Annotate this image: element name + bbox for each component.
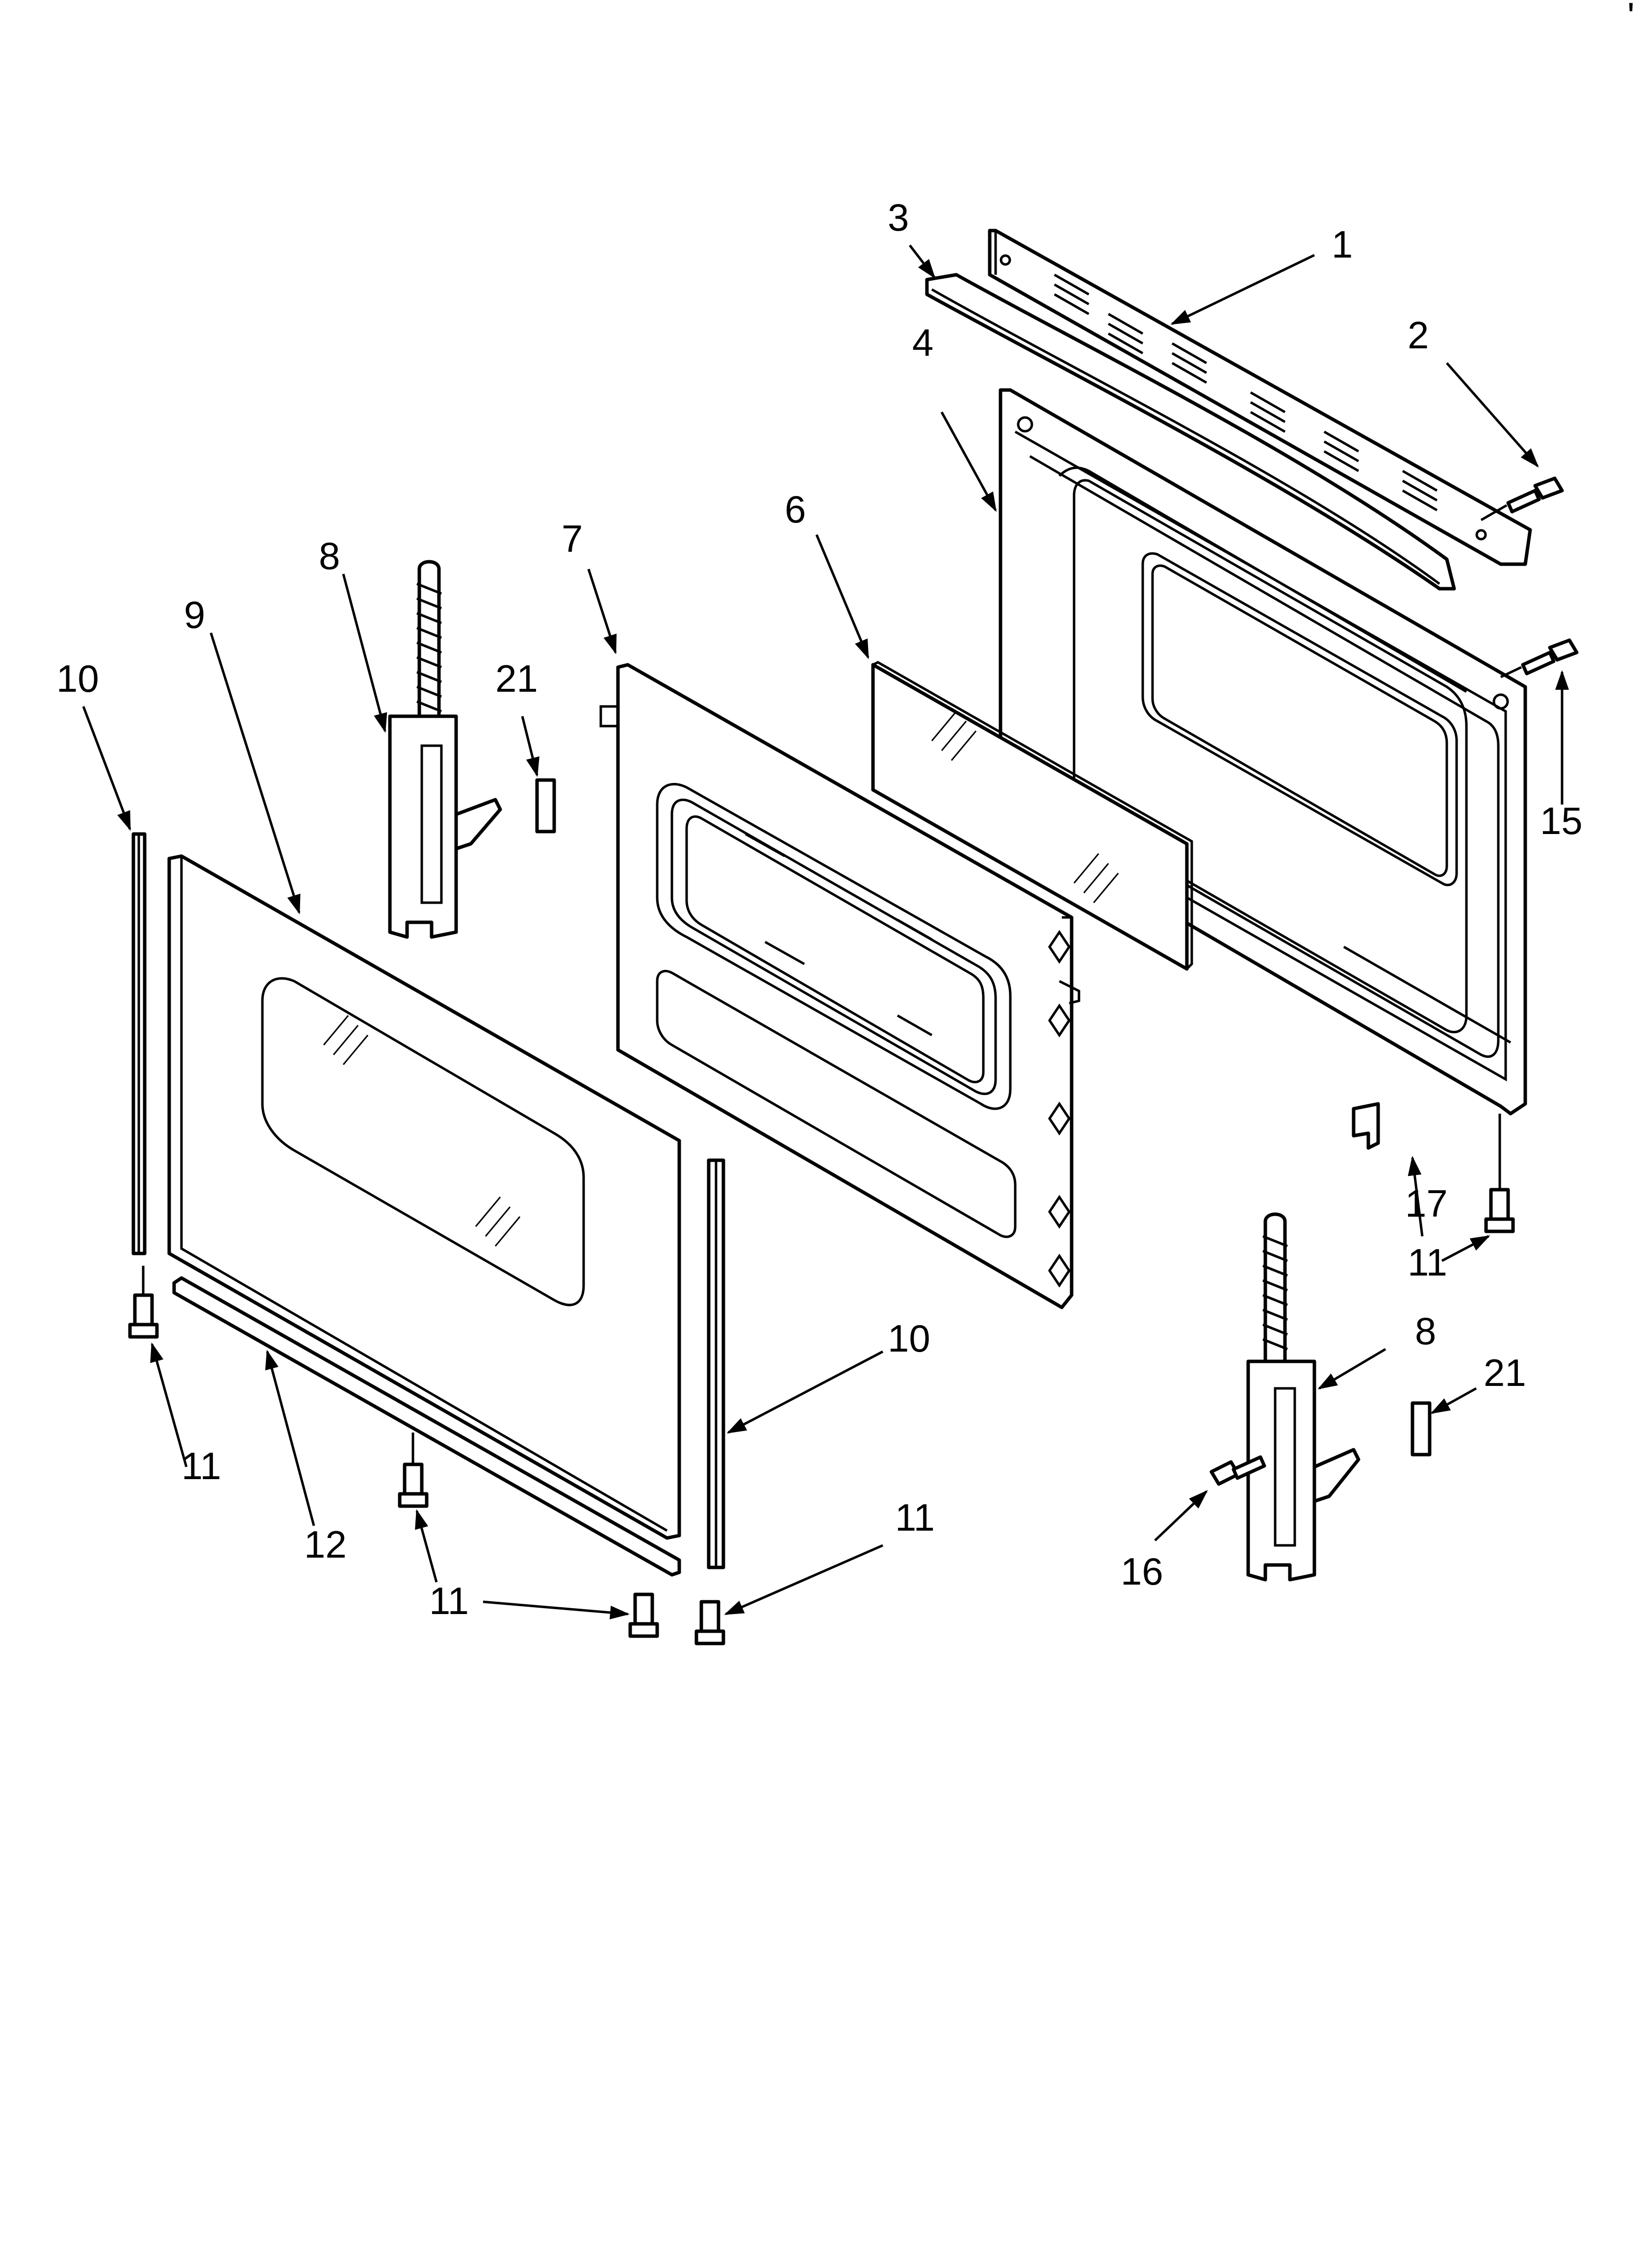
- alignment-lines: [142, 504, 1522, 1464]
- part-21-clip-upper: [535, 778, 556, 834]
- callout-8-upper: 8: [319, 534, 340, 577]
- part-11-screw-c: [628, 1592, 659, 1638]
- callout-10-left: 10: [56, 657, 99, 700]
- callout-10-right: 10: [888, 1317, 930, 1360]
- part-8-hinge-lower: [1246, 1212, 1360, 1582]
- callout-11-d: 11: [1408, 1241, 1447, 1284]
- callout-11-a: 11: [181, 1444, 221, 1487]
- callout-2: 2: [1408, 313, 1429, 357]
- callout-11-c: 11: [895, 1496, 935, 1539]
- callout-15: 15: [1540, 799, 1583, 842]
- callout-8-lower: 8: [1415, 1309, 1436, 1353]
- part-10-left-strip: [131, 832, 147, 1255]
- callout-12: 12: [304, 1523, 347, 1566]
- part-10-right-strip: [707, 1158, 725, 1569]
- part-1-control-panel: [988, 229, 1532, 566]
- part-3-trim: [925, 273, 1456, 591]
- part-11-screw-d: [694, 1600, 725, 1645]
- callout-9: 9: [184, 593, 205, 636]
- part-15-screw: [1521, 638, 1579, 676]
- part-11-screw-a: [128, 1293, 159, 1339]
- part-7-door-liner: [599, 663, 1080, 1309]
- part-16-screw: [1209, 1455, 1266, 1486]
- part-6-glass: [871, 661, 1193, 971]
- callout-6: 6: [785, 488, 806, 531]
- leader-lines: [82, 244, 1569, 1619]
- callout-16: 16: [1121, 1550, 1163, 1593]
- callout-11-b: 11: [429, 1579, 469, 1622]
- part-11-screw-b: [398, 1462, 429, 1508]
- part-11-screw-e: [1484, 1188, 1515, 1233]
- callout-3: 3: [888, 196, 909, 239]
- callout-17: 17: [1405, 1182, 1448, 1225]
- part-21-clip-lower: [1411, 1401, 1432, 1457]
- callout-7: 7: [562, 517, 583, 560]
- callout-4: 4: [912, 321, 933, 364]
- part-9-outer-door: [167, 854, 681, 1540]
- callouts: 1 2 3 4 6 7 8 8 9 10 10 11 11 11 11 12 1…: [56, 0, 1635, 1622]
- part-12-bottom-trim: [172, 1276, 681, 1577]
- callout-1: 1: [1332, 223, 1353, 266]
- callout-21-upper: 21: [495, 657, 538, 700]
- part-2-screw: [1506, 476, 1564, 514]
- corner-mark: ': [1627, 0, 1635, 38]
- part-8-hinge-upper: [388, 560, 502, 939]
- part-4-inner-door: [999, 388, 1527, 1116]
- part-17-clip: [1352, 1102, 1380, 1150]
- callout-21-lower: 21: [1484, 1351, 1526, 1394]
